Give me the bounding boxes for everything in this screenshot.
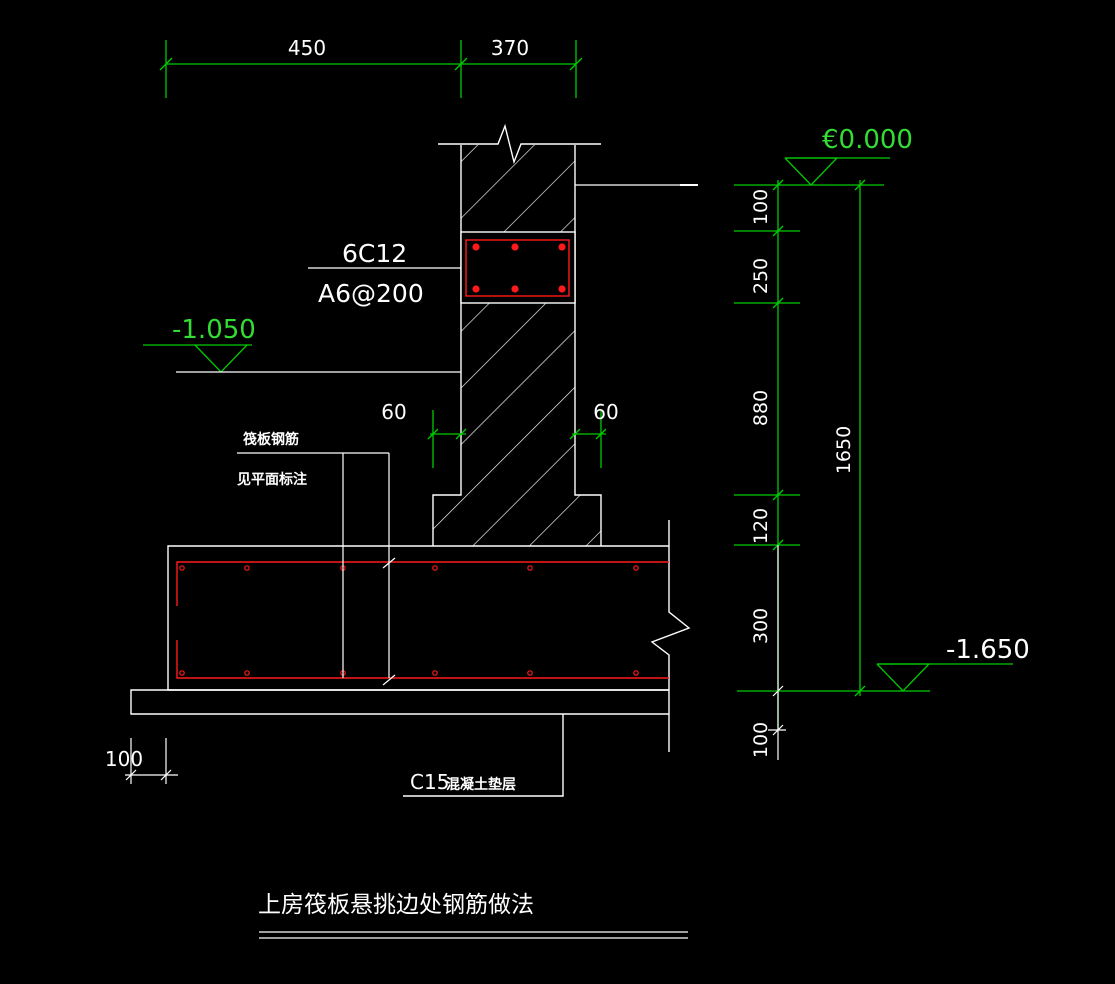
raft-rebar-label: 筏板钢筋 bbox=[243, 431, 299, 448]
beam-rebar-dots bbox=[472, 243, 566, 293]
raft-slab bbox=[167, 520, 691, 752]
title-underline bbox=[259, 931, 688, 939]
drawing-title: 上房筏板悬挑边处钢筋做法 bbox=[258, 892, 534, 918]
dim-right-250: 250 bbox=[750, 258, 772, 294]
cushion-text-label: 混凝土垫层 bbox=[446, 776, 516, 793]
dim-step-left: 60 bbox=[381, 400, 406, 424]
dim-right-100-top: 100 bbox=[750, 189, 772, 225]
see-plan-label: 见平面标注 bbox=[237, 471, 307, 488]
dim-cushion-offset bbox=[125, 738, 178, 784]
dim-450: 450 bbox=[288, 36, 326, 60]
level-marker-ground bbox=[143, 344, 252, 373]
beam-main-bars-label: 6C12 bbox=[342, 239, 407, 268]
level-marker-bottom bbox=[737, 663, 1013, 692]
dim-right-120: 120 bbox=[750, 508, 772, 544]
dim-370: 370 bbox=[491, 36, 529, 60]
masonry-wall bbox=[432, 123, 602, 546]
dim-step-right: 60 bbox=[593, 400, 618, 424]
dim-right-100-bottom: 100 bbox=[750, 722, 772, 758]
dim-total-1650: 1650 bbox=[833, 426, 855, 474]
level-ground-label: -1.050 bbox=[172, 315, 256, 345]
top-dimension-chain bbox=[159, 40, 583, 98]
dim-bottom-100: 100 bbox=[105, 747, 143, 771]
dim-right-300: 300 bbox=[750, 608, 772, 644]
right-dimension-chain-lower bbox=[768, 545, 786, 760]
raft-rebar-leader bbox=[237, 452, 396, 686]
ring-beam bbox=[460, 231, 576, 304]
beam-stirrups-label: A6@200 bbox=[318, 279, 424, 308]
cushion-grade-label: C15 bbox=[410, 770, 449, 794]
cushion-layer bbox=[130, 689, 669, 797]
raft-rebar-dots bbox=[179, 565, 639, 676]
dim-right-880: 880 bbox=[750, 390, 772, 426]
level-marker-top bbox=[734, 157, 890, 186]
level-bottom-label: -1.650 bbox=[946, 635, 1030, 665]
step-dimensions bbox=[427, 410, 607, 468]
level-top-label: €0.000 bbox=[822, 125, 913, 155]
